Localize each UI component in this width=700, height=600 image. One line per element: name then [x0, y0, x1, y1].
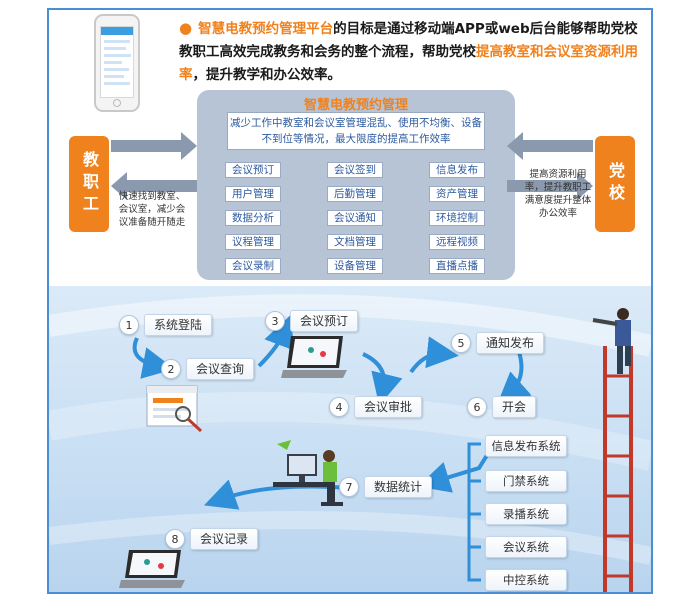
feature-user-mgmt: 用户管理 [225, 186, 281, 202]
step-number: 5 [451, 333, 471, 353]
core-description: 减少工作中教室和会议室管理混乱、使用不均衡、设备不到位等情况，最大限度的提高工作… [227, 112, 485, 150]
step-label: 开会 [492, 396, 537, 418]
staff-benefit-label: 快速找到教室、会议室，减少会议准备随开随走 [118, 191, 186, 228]
feature-asset-mgmt: 资产管理 [429, 186, 485, 202]
diagram-frame: ● 智慧电教预约管理平台的目标是通过移动端APP或web后台能够帮助党校教职工高效… [47, 8, 653, 594]
ladder-man-icon [592, 308, 633, 592]
step-number: 7 [339, 477, 359, 497]
arrow-5-6-icon [497, 351, 532, 405]
feature-info-publish: 信息发布 [429, 162, 485, 178]
feature-env-control: 环境控制 [429, 210, 485, 226]
bullet-icon: ● [179, 19, 193, 37]
arrow-left-icon [111, 172, 197, 200]
step-number: 2 [161, 359, 181, 379]
arrow-4-5-icon [409, 336, 459, 374]
office-worker-icon [273, 440, 343, 506]
system-recording: 录播系统 [485, 503, 567, 525]
laptop-icon [281, 336, 347, 378]
feature-meeting-record: 会议录制 [225, 258, 281, 274]
step-label: 数据统计 [364, 476, 433, 498]
step-label: 会议记录 [190, 528, 259, 550]
arrow-1-2-icon [132, 337, 175, 379]
school-efficiency-label: 提高效率 [536, 128, 575, 139]
step-label: 会议查询 [186, 358, 255, 380]
staff-demand-label: 开发需求 [129, 128, 168, 139]
feature-live-vod: 直播点播 [429, 258, 485, 274]
step-3: 3 会议预订 [265, 310, 359, 332]
intro-tail: ，提升教学和办公效率。 [192, 67, 342, 83]
feature-meeting-notice: 会议通知 [327, 210, 383, 226]
step-6: 6 开会 [467, 396, 537, 418]
step-number: 4 [329, 397, 349, 417]
arrow-right-icon [111, 132, 197, 160]
step-2: 2 会议查询 [161, 358, 255, 380]
step-8: 8 会议记录 [165, 528, 259, 550]
laptop-record-icon [119, 550, 185, 588]
arrow-6-7-icon [417, 450, 491, 493]
step-label: 通知发布 [476, 332, 545, 354]
workflow-scene: 1 系统登陆 2 会议查询 3 会议预订 4 会议审批 5 通知发布 6 开会 … [49, 286, 651, 592]
core-title: 智慧电教预约管理 [303, 98, 408, 113]
step-5: 5 通知发布 [451, 332, 545, 354]
arrow-3-4-icon [362, 352, 403, 406]
step-label: 系统登陆 [144, 314, 213, 336]
step-label: 会议审批 [354, 396, 423, 418]
right-arrows [507, 132, 593, 200]
party-school-box: 党校 [595, 136, 635, 232]
step-number: 8 [165, 529, 185, 549]
step-number: 3 [265, 311, 285, 331]
core-platform-box: 智慧电教预约管理 减少工作中教室和会议室管理混乱、使用不均衡、设备不到位等情况，… [197, 90, 515, 280]
step-1: 1 系统登陆 [119, 314, 213, 336]
system-conference: 会议系统 [485, 536, 567, 558]
flow-arrows [132, 315, 532, 582]
feature-device-mgmt: 设备管理 [327, 258, 383, 274]
intro-platform-name: 智慧电教预约管理平台 [198, 21, 334, 37]
arrow-left-icon [507, 132, 593, 160]
phone-icon [94, 14, 140, 112]
feature-data-analysis: 数据分析 [225, 210, 281, 226]
system-access-control: 门禁系统 [485, 470, 567, 492]
step-number: 6 [467, 397, 487, 417]
step-7: 7 数据统计 [339, 476, 433, 498]
arrow-2-3-icon [257, 315, 295, 368]
left-arrows [111, 132, 197, 200]
staff-box: 教职工 [69, 136, 109, 232]
system-info-publish: 信息发布系统 [485, 435, 567, 457]
feature-remote-video: 远程视频 [429, 234, 485, 250]
feature-meeting-signin: 会议签到 [327, 162, 383, 178]
intro-highlight: 提高教室和会议室资源利用率 [179, 44, 638, 83]
arrow-right-icon [507, 172, 593, 200]
step-4: 4 会议审批 [329, 396, 423, 418]
feature-meeting-booking: 会议预订 [225, 162, 281, 178]
school-benefit-label: 提高资源利用率，提升教职工满意度提升整体办公效率 [524, 169, 592, 219]
intro-text: ● 智慧电教预约管理平台的目标是通过移动端APP或web后台能够帮助党校教职工高效… [179, 17, 639, 87]
step-number: 1 [119, 315, 139, 335]
search-window-icon [146, 385, 203, 433]
step-label: 会议预订 [290, 310, 359, 332]
intro-body: 的目标是通过移动端APP或web后台能够帮助党校教职工高效完成教务和会务的整个流… [179, 21, 638, 60]
system-central-control: 中控系统 [485, 569, 567, 591]
feature-logistics-mgmt: 后勤管理 [327, 186, 383, 202]
feature-doc-mgmt: 文档管理 [327, 234, 383, 250]
feature-agenda-mgmt: 议程管理 [225, 234, 281, 250]
systems-bracket-icon [467, 442, 481, 582]
